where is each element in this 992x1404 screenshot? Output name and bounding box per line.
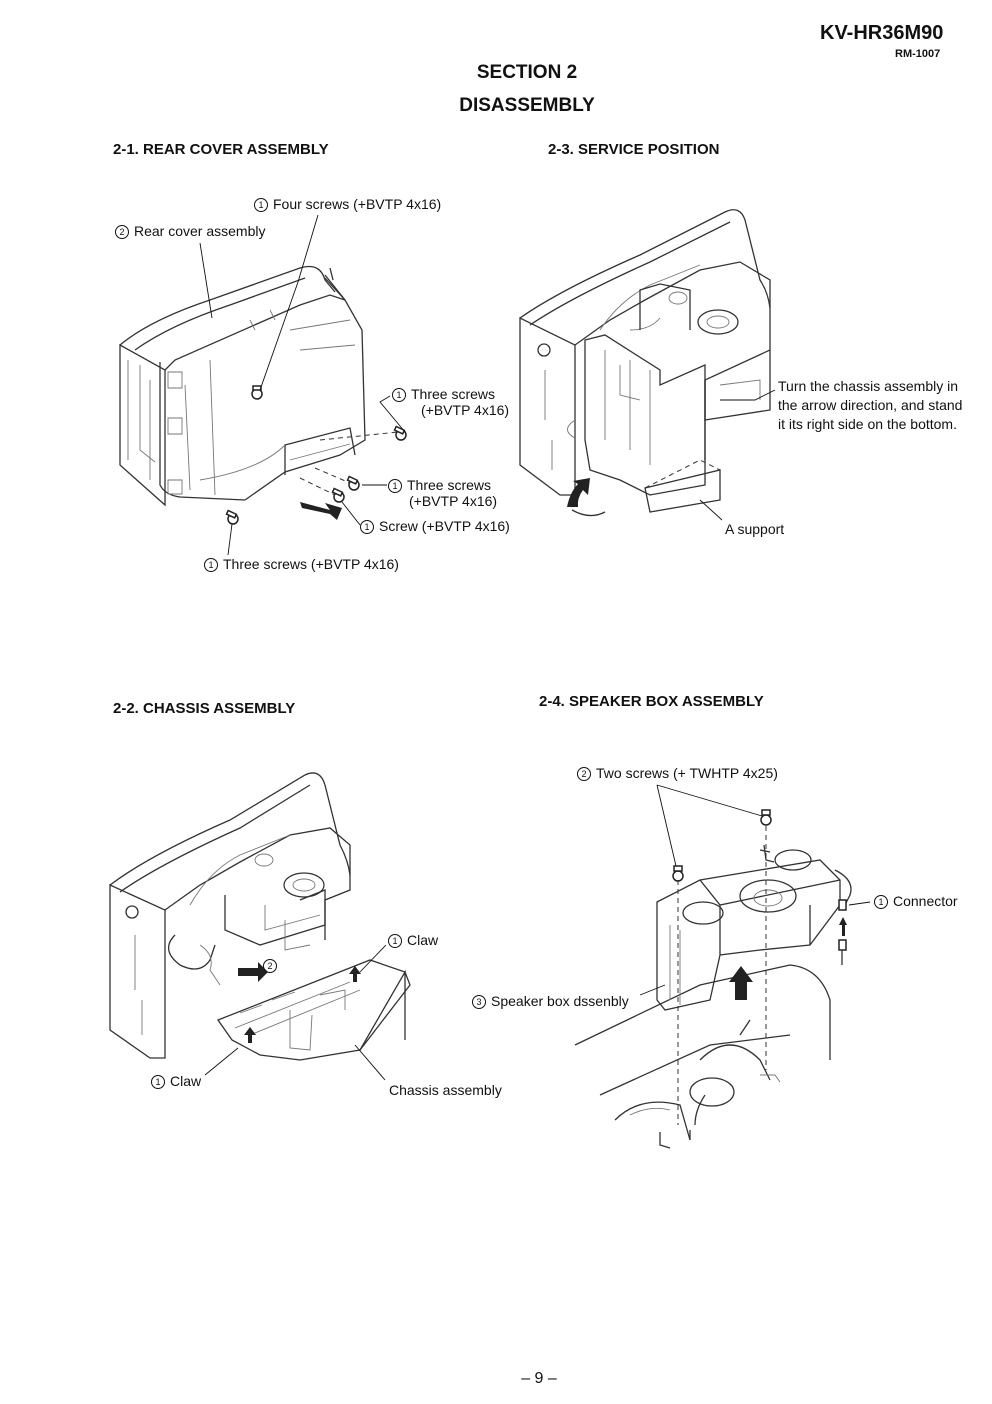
page-number: – 9 – [521,1370,557,1387]
model-number: KV-HR36M90 [820,22,944,44]
heading-chassis: 2-2. CHASSIS ASSEMBLY [113,700,296,717]
service-instruction: Turn the chassis assembly in the arrow d… [778,378,963,432]
speaker-box-illustration [574,784,871,1149]
heading-speaker-box: 2-4. SPEAKER BOX ASSEMBLY [539,693,764,710]
chassis-assembly-illustration [109,772,411,1081]
section-number: SECTION 2 [476,62,578,83]
heading-rear-cover: 2-1. REAR COVER ASSEMBLY [113,141,329,158]
rm-code: RM-1007 [895,48,941,60]
service-position-illustration [519,209,776,521]
heading-service-position: 2-3. SERVICE POSITION [548,141,720,158]
section-title: DISASSEMBLY [459,95,595,116]
label-step-2: 2 [263,957,282,973]
label-chassis-assembly: Chassis assembly [389,1082,502,1098]
label-support: A support [725,521,785,537]
rear-cover-illustration [119,214,407,556]
